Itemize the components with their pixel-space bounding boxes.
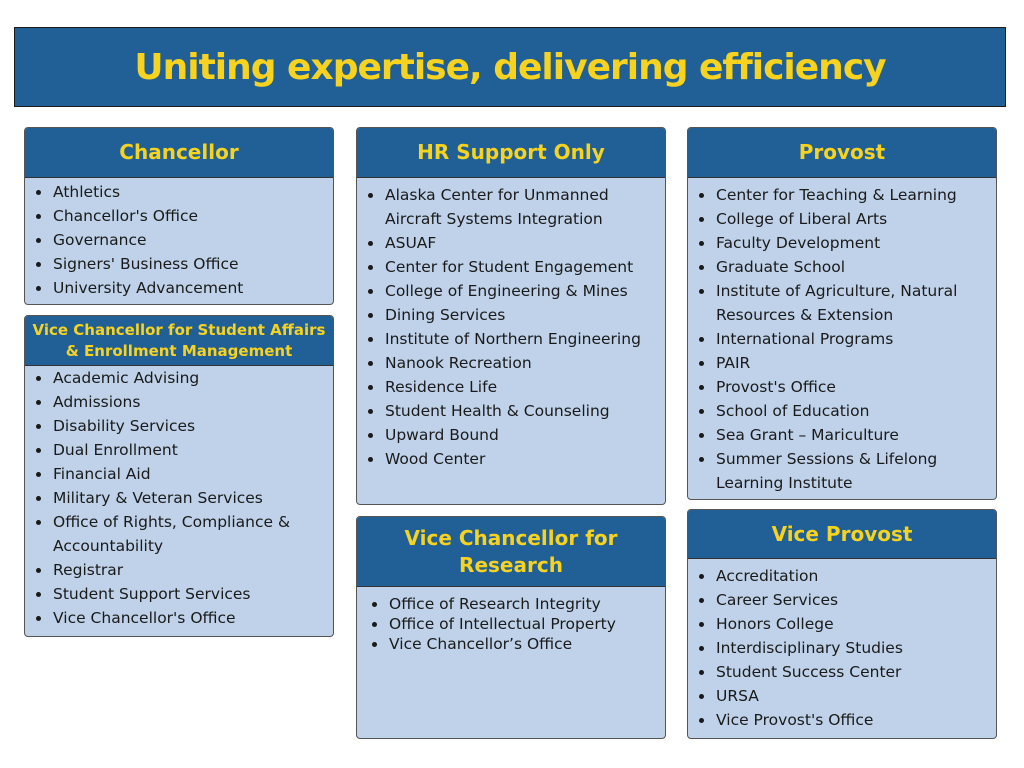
list-item: Student Success Center (688, 660, 996, 684)
chancellor-header: Chancellor (25, 128, 333, 178)
list-item: Summer Sessions & Lifelong Learning Inst… (688, 447, 996, 495)
vcr-title: Vice Chancellor for Research (404, 525, 618, 577)
list-item: Honors College (688, 612, 996, 636)
list-item: Dual Enrollment (25, 438, 333, 462)
chancellor-title: Chancellor (119, 140, 239, 164)
list-item: Office of Rights, Compliance & Accountab… (25, 510, 333, 558)
list-item: Upward Bound (357, 423, 665, 447)
list-item: Residence Life (357, 375, 665, 399)
list-item: Provost's Office (688, 375, 996, 399)
list-item: Institute of Agriculture, Natural Resour… (688, 279, 996, 327)
hr-card: HR Support Only Alaska Center for Unmann… (356, 127, 666, 505)
list-item: Office of Intellectual Property (357, 614, 665, 634)
list-item: URSA (688, 684, 996, 708)
list-item: Financial Aid (25, 462, 333, 486)
list-item: Career Services (688, 588, 996, 612)
list-item: Admissions (25, 390, 333, 414)
provost-title: Provost (798, 140, 886, 164)
provost-header: Provost (688, 128, 996, 178)
list-item: International Programs (688, 327, 996, 351)
list-item: Academic Advising (25, 366, 333, 390)
list-item: PAIR (688, 351, 996, 375)
list-item: Graduate School (688, 255, 996, 279)
vice-provost-title: Vice Provost (771, 521, 913, 546)
list-item: Office of Research Integrity (357, 594, 665, 614)
list-item: University Advancement (25, 276, 333, 300)
hr-header: HR Support Only (357, 128, 665, 178)
vice-provost-header: Vice Provost (688, 510, 996, 559)
list-item: Athletics (25, 180, 333, 204)
vcsa-title: Vice Chancellor for Student Affairs & En… (32, 320, 326, 360)
title-banner: Uniting expertise, delivering efficiency (14, 27, 1006, 107)
page-title: Uniting expertise, delivering efficiency (134, 46, 886, 88)
list-item: Alaska Center for Unmanned Aircraft Syst… (357, 183, 665, 231)
list-item: Vice Provost's Office (688, 708, 996, 732)
list-item: College of Engineering & Mines (357, 279, 665, 303)
list-item: Registrar (25, 558, 333, 582)
hr-title: HR Support Only (417, 140, 605, 164)
list-item: Interdisciplinary Studies (688, 636, 996, 660)
list-item: Institute of Northern Engineering (357, 327, 665, 351)
vcr-card: Vice Chancellor for Research Office of R… (356, 516, 666, 739)
list-item: Accreditation (688, 564, 996, 588)
list-item: Sea Grant – Mariculture (688, 423, 996, 447)
list-item: ASUAF (357, 231, 665, 255)
list-item: Wood Center (357, 447, 665, 471)
list-item: Signers' Business Office (25, 252, 333, 276)
vcsa-header: Vice Chancellor for Student Affairs & En… (25, 316, 333, 366)
list-item: Nanook Recreation (357, 351, 665, 375)
list-item: Center for Teaching & Learning (688, 183, 996, 207)
list-item: Disability Services (25, 414, 333, 438)
list-item: Governance (25, 228, 333, 252)
list-item: Military & Veteran Services (25, 486, 333, 510)
list-item: Center for Student Engagement (357, 255, 665, 279)
list-item: Vice Chancellor's Office (25, 606, 333, 630)
vcr-header: Vice Chancellor for Research (357, 517, 665, 587)
list-item: Chancellor's Office (25, 204, 333, 228)
list-item: School of Education (688, 399, 996, 423)
hr-list: Alaska Center for Unmanned Aircraft Syst… (357, 178, 665, 471)
list-item: Student Support Services (25, 582, 333, 606)
list-item: College of Liberal Arts (688, 207, 996, 231)
list-item: Faculty Development (688, 231, 996, 255)
list-item: Vice Chancellor’s Office (357, 634, 665, 654)
list-item: Student Health & Counseling (357, 399, 665, 423)
list-item: Dining Services (357, 303, 665, 327)
vcsa-card: Vice Chancellor for Student Affairs & En… (24, 315, 334, 637)
